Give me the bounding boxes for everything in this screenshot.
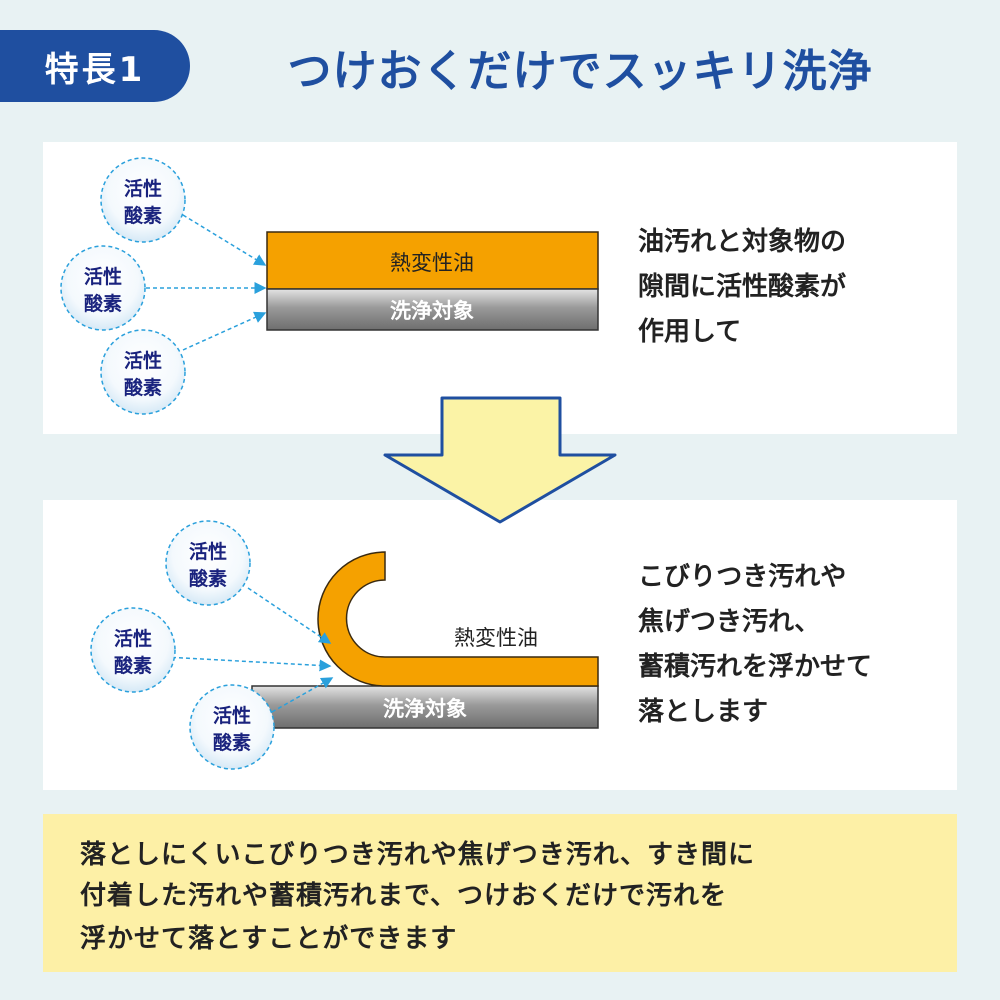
feature-badge: 特長1 <box>0 30 190 102</box>
arrow-line <box>164 656 332 672</box>
svg-text:酸素: 酸素 <box>189 567 227 590</box>
summary-box: 落としにくいこびりつき汚れや焦げつき汚れ、すき間に 付着した汚れや蓄積汚れまで、… <box>43 814 957 972</box>
summary-line: 浮かせて落とすことができます <box>80 924 458 954</box>
description-line: 作用して <box>638 317 742 347</box>
description-line: 隙間に活性酸素が <box>638 272 847 302</box>
active-oxygen-bubble: 活性 酸素 <box>165 520 251 606</box>
cleaning-target-layer <box>251 685 599 729</box>
page-title: つけおくだけでスッキリ洗浄 <box>287 46 873 97</box>
before-description: 油汚れと対象物の隙間に活性酸素が作用して <box>638 220 846 355</box>
description-line: 焦げつき汚れ、 <box>638 607 821 637</box>
svg-text:活性: 活性 <box>114 627 152 650</box>
target-label: 洗浄対象 <box>383 697 467 721</box>
after-diagram: 洗浄対象 熱変性油 活性 酸素 活性 酸素 活性 酸素 <box>90 520 599 770</box>
arrow-line <box>271 677 334 713</box>
active-oxygen-bubble: 活性 酸素 <box>100 329 186 415</box>
after-description: こびりつき汚れや焦げつき汚れ、蓄積汚れを浮かせて落とします <box>638 555 872 735</box>
active-oxygen-bubble: 活性 酸素 <box>100 157 186 243</box>
target-label: 洗浄対象 <box>390 299 474 323</box>
description-line: 蓄積汚れを浮かせて <box>638 652 873 682</box>
svg-text:活性: 活性 <box>189 540 227 563</box>
cleaning-target-layer <box>266 288 599 331</box>
svg-text:酸素: 酸素 <box>114 654 152 677</box>
svg-text:酸素: 酸素 <box>124 376 162 399</box>
svg-text:酸素: 酸素 <box>84 292 122 315</box>
oil-label: 熱変性油 <box>390 251 474 275</box>
description-line: 油汚れと対象物の <box>638 227 847 257</box>
down-arrow-icon <box>383 396 617 524</box>
oil-layer <box>266 231 599 290</box>
svg-text:活性: 活性 <box>84 265 122 288</box>
arrow-line <box>182 214 267 266</box>
svg-text:酸素: 酸素 <box>124 204 162 227</box>
summary-line: 落としにくいこびりつき汚れや焦げつき汚れ、すき間に <box>80 840 756 870</box>
description-line: 落とします <box>638 697 769 727</box>
arrow-line <box>247 587 332 644</box>
lifted-oil-layer <box>317 551 599 687</box>
before-diagram: 活性 酸素 活性 酸素 活性 酸素 熱変性油 洗浄対象 <box>60 157 599 415</box>
summary-line: 付着した汚れや蓄積汚れまで、つけおくだけで汚れを <box>80 881 727 911</box>
svg-text:活性: 活性 <box>124 349 162 372</box>
arrow-line <box>182 311 267 351</box>
active-oxygen-bubble: 活性 酸素 <box>60 245 146 331</box>
svg-text:活性: 活性 <box>213 704 251 727</box>
active-oxygen-bubble: 活性 酸素 <box>90 607 176 693</box>
svg-text:酸素: 酸素 <box>213 731 251 754</box>
oil-label: 熱変性油 <box>454 626 538 650</box>
active-oxygen-bubble: 活性 酸素 <box>189 684 275 770</box>
svg-text:活性: 活性 <box>124 177 162 200</box>
description-line: こびりつき汚れや <box>638 562 847 592</box>
